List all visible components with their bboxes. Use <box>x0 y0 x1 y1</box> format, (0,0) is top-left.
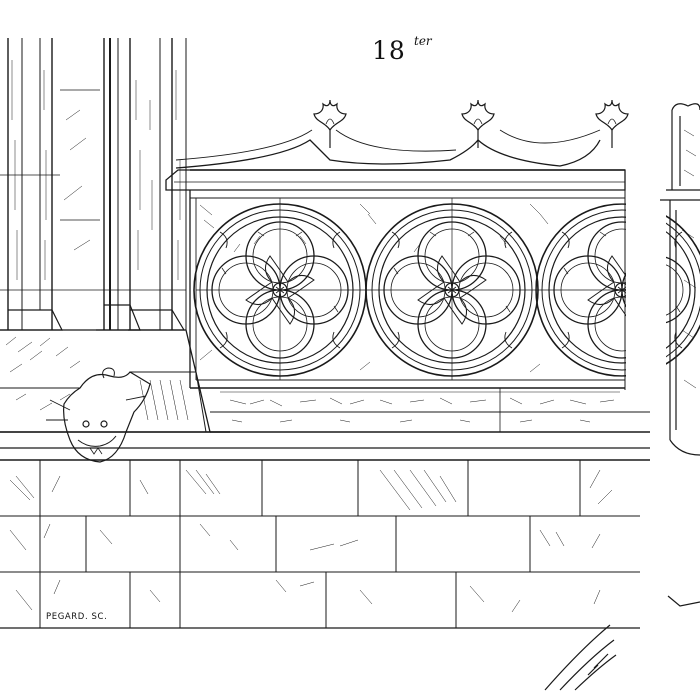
plate-number: 18 <box>372 36 406 65</box>
engraver-credit: PEGARD. SC. <box>46 612 108 622</box>
plate-number-suffix: ter <box>414 34 432 48</box>
